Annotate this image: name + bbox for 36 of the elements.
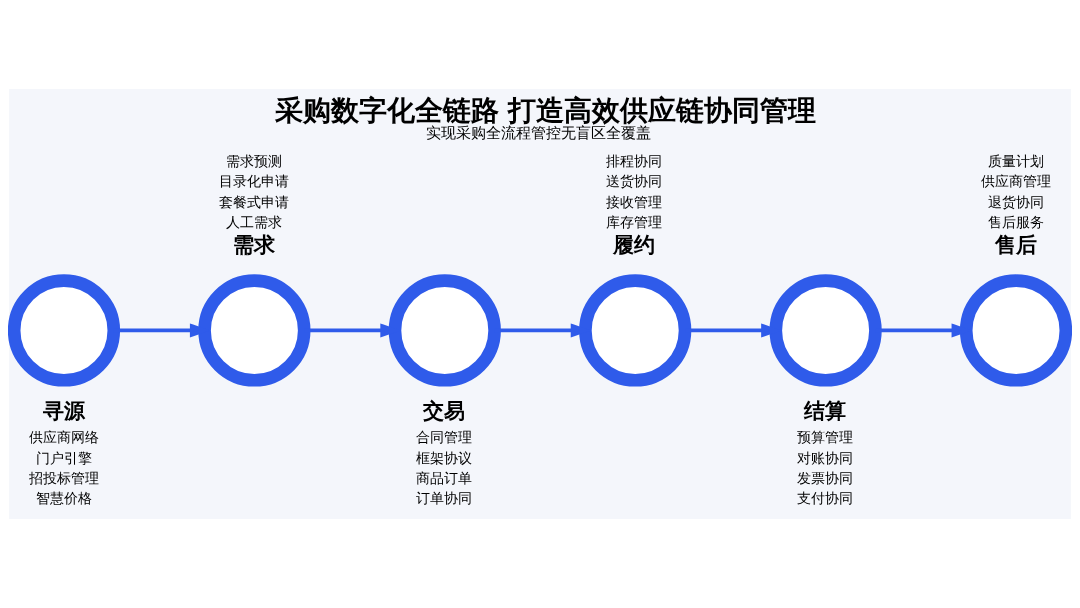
node-circle [388,274,501,387]
node-label: 退货协同 [987,193,1044,210]
node-circle [579,274,692,387]
node-label: 售后 [994,231,1037,257]
node-label: 门户引擎 [35,449,92,466]
node-label: 供应商管理 [980,173,1051,190]
node-label: 结算 [803,398,846,424]
node-label: 智慧价格 [35,489,92,506]
node-label: 对账协同 [796,449,853,466]
node-label: 库存管理 [606,213,663,230]
node-label: 寻源 [42,398,85,424]
node-label: 需求预测 [226,153,283,170]
node-label: 支付协同 [796,489,853,506]
node-label: 合同管理 [415,429,472,446]
node-label: 履约 [613,231,656,257]
node-label: 订单协同 [415,489,472,506]
node-circle [959,274,1072,387]
node-label: 人工需求 [226,213,283,230]
node-label: 发票协同 [796,469,853,486]
node-label: 需求 [232,231,275,257]
node-label: 质量计划 [987,153,1044,170]
node-label: 招投标管理 [28,469,99,486]
node-label: 排程协同 [606,153,663,170]
node-label: 套餐式申请 [219,193,290,210]
node-label: 预算管理 [796,429,853,446]
node-label: 目录化申请 [219,173,290,190]
node-label: 接收管理 [606,193,663,210]
node-label: 商品订单 [415,469,472,486]
node-label: 交易 [422,398,465,424]
node-circle [769,274,882,387]
node-label: 送货协同 [606,173,663,190]
node-circle [8,274,121,387]
node-label: 供应商网络 [28,429,99,446]
node-label: 售后服务 [987,213,1044,230]
node-label: 框架协议 [415,449,472,466]
node-circle [198,274,311,387]
